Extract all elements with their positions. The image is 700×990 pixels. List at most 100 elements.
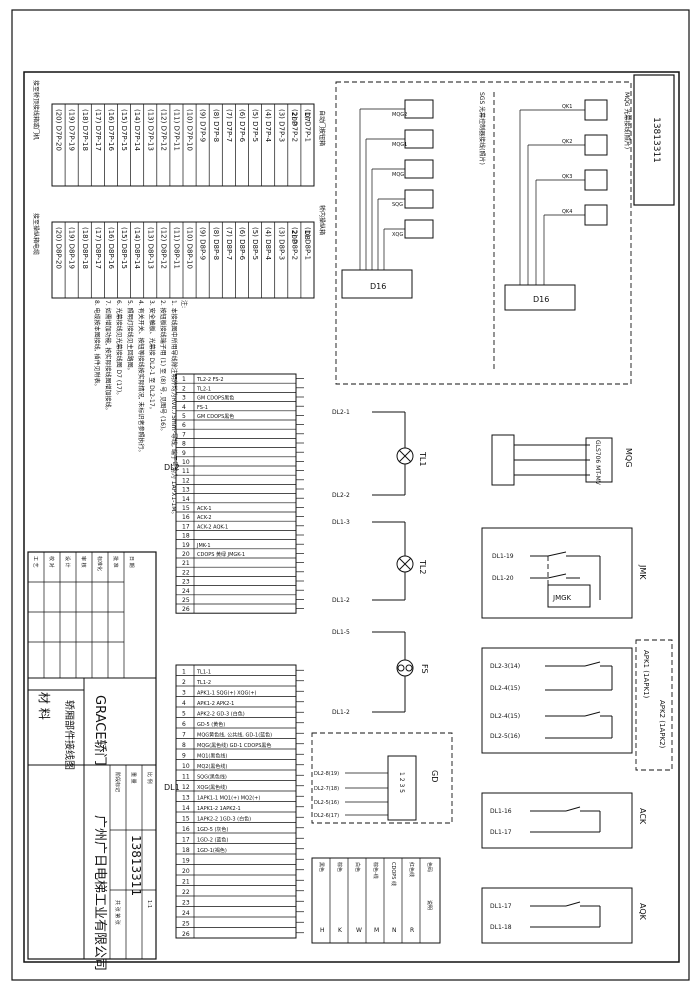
dl-row-text: SQG(黑色线): [197, 774, 227, 781]
terminal-row: (5) D7P-5: [251, 109, 259, 142]
dl-row-number: 22: [182, 889, 190, 896]
terminal-row: (18) D7P-18: [81, 109, 89, 151]
terminal-row: (2) D8P-2: [290, 227, 298, 260]
dl-row-number: 23: [182, 900, 190, 907]
dl-row-text: GD-5 (黄色): [197, 721, 225, 728]
dl-row-number: 18: [182, 847, 190, 854]
dl-row-number: 9: [182, 450, 186, 457]
dl-row-text: TL1-2: [196, 680, 211, 686]
d16-left-box: [341, 269, 413, 299]
apk-wire-b: DL2-4(15): [490, 685, 520, 692]
tl2-top-wire: DL1-3: [332, 519, 350, 526]
tl1-label: TL1: [418, 451, 427, 466]
dl-row-number: 26: [182, 606, 190, 613]
relay-label: MQG: [392, 172, 404, 178]
terminal-row: (20) D7P-20: [55, 109, 63, 151]
dl-row-text: JMK-1: [196, 543, 211, 549]
terminal-row: (12) D8P-12: [159, 227, 167, 269]
dl-row-number: 17: [182, 523, 190, 530]
dl-row-number: 15: [182, 816, 190, 823]
title-row-label: 批 准: [112, 556, 119, 568]
relay-contact: [404, 129, 434, 149]
d8-heading: 轿内操纵箱: [318, 205, 326, 235]
d8-tag: D8: [303, 230, 311, 240]
dl-row-number: 18: [182, 533, 190, 540]
dl-row-number: 21: [182, 560, 190, 567]
relay-contact: [404, 159, 434, 179]
switch-aqk: DL1-17 DL1-18 AQK: [481, 887, 647, 944]
dl-row-number: 7: [182, 732, 186, 739]
terminal-row: (15) D8P-15: [120, 227, 128, 269]
relay-label: SQG: [392, 202, 403, 208]
stage-label: 阶段标记: [114, 772, 121, 792]
dl-row-text: FS-1: [197, 405, 208, 411]
dl-row-text: MQ2(黑色线): [197, 763, 227, 770]
mqg-label: MQG: [624, 448, 633, 467]
drawing-number-top: 13813311: [651, 117, 661, 163]
dl-row-number: 13: [182, 795, 190, 802]
dl-row-number: 8: [182, 742, 186, 749]
terminal-row: (13) D7P-13: [146, 109, 154, 151]
dl-row-text: MQG(黑色线) GD-1 CDOPS黑色: [197, 742, 271, 749]
dl-row-number: 17: [182, 837, 190, 844]
dl-row-number: 10: [182, 763, 190, 770]
scale-value: 1:1: [146, 900, 152, 908]
dl-row-number: 7: [182, 431, 186, 438]
jmk-wire-a: DL1-19: [492, 553, 514, 560]
dl-row-text: APK1-1 SQG(+) XQG(+): [197, 691, 257, 697]
ack-wire-b: DL1-17: [490, 829, 512, 836]
drawing-title: 轿厢部件接线图: [63, 700, 76, 770]
d7-size: 20P: [290, 112, 298, 125]
apk-wire-a: DL2-3(14): [490, 663, 520, 670]
note-line: 3. 安全触板、光幕接 DL2-1 至 DL2-17。: [148, 300, 156, 413]
scale-label: 比 例: [146, 772, 153, 784]
dl-row-text: 1APK2-2 1GD-3 (白色): [197, 816, 251, 823]
terminal-row: (18) D8P-18: [81, 227, 89, 269]
relay-label: QK3: [562, 174, 572, 180]
dl-row-number: 19: [182, 542, 190, 549]
dl-row-number: 23: [182, 579, 190, 586]
terminal-row: (1) D7P-1: [303, 109, 311, 142]
gd-wire-2: DL2-7(18): [314, 786, 339, 792]
company-name: 广州广日电梯工业有限公司: [92, 815, 107, 971]
switch-jmk: DL1-19 DL1-20 JMGK JMK: [481, 527, 647, 619]
terminal-row: (9) D7P-9: [199, 109, 207, 142]
color-legend: H黑色K棕色W白色M棕色-线NCDOPS 线R红色线色码说明: [311, 857, 441, 944]
terminal-row: (12) D7P-12: [159, 109, 167, 151]
dl-row-text: APK1-2 APK2-1: [197, 701, 234, 707]
dl-row-text: 1APK1-1 MQ1(+) MQ2(+): [197, 796, 260, 802]
terminal-row: (3) D8P-3: [277, 227, 285, 260]
title-row-label: 审 核: [80, 556, 87, 568]
apk2-label: APK2 (1APK2): [658, 700, 666, 749]
dl-row-text: ACK-2 AQK-1: [197, 524, 228, 530]
terminal-row: (3) D7P-3: [277, 109, 285, 142]
left-panel-title: SGS 光幕控制器接线(照片): [478, 92, 486, 165]
legend-header: 色码: [426, 862, 433, 872]
title-row-label: 日 期: [128, 556, 134, 568]
terminal-row: (9) D8P-9: [199, 227, 207, 260]
d7-tag: D7: [303, 112, 311, 122]
mqg-connector: GLS706 MT-MV MQG: [491, 434, 633, 486]
terminal-row: (17) D8P-17: [94, 227, 102, 269]
dl-row-number: 20: [182, 551, 190, 558]
dl-row-number: 5: [182, 711, 186, 718]
dl-row-number: 1: [182, 669, 186, 676]
jmk-wire-b: DL1-20: [492, 575, 514, 582]
dl-row-number: 5: [182, 413, 186, 420]
relay-label: QK1: [562, 104, 572, 110]
relay-label: XQG: [392, 232, 403, 238]
dl-row-text: ACK-2: [197, 515, 212, 521]
fan-fs: DL1-5 DL1-2 FS: [332, 629, 429, 716]
relay-label: MQG1: [392, 142, 407, 148]
dl-row-number: 19: [182, 858, 190, 865]
dl-row-text: TL1-1: [196, 670, 211, 676]
dl-row-number: 14: [182, 496, 190, 503]
dl1-label: DL1: [164, 783, 180, 792]
terminal-row: (6) D7P-6: [238, 109, 246, 143]
terminal-row: (2) D7P-2: [290, 109, 298, 142]
dl-row-number: 26: [182, 931, 190, 938]
relay-contact: [584, 99, 608, 121]
legend-desc: 红色线: [408, 862, 415, 877]
